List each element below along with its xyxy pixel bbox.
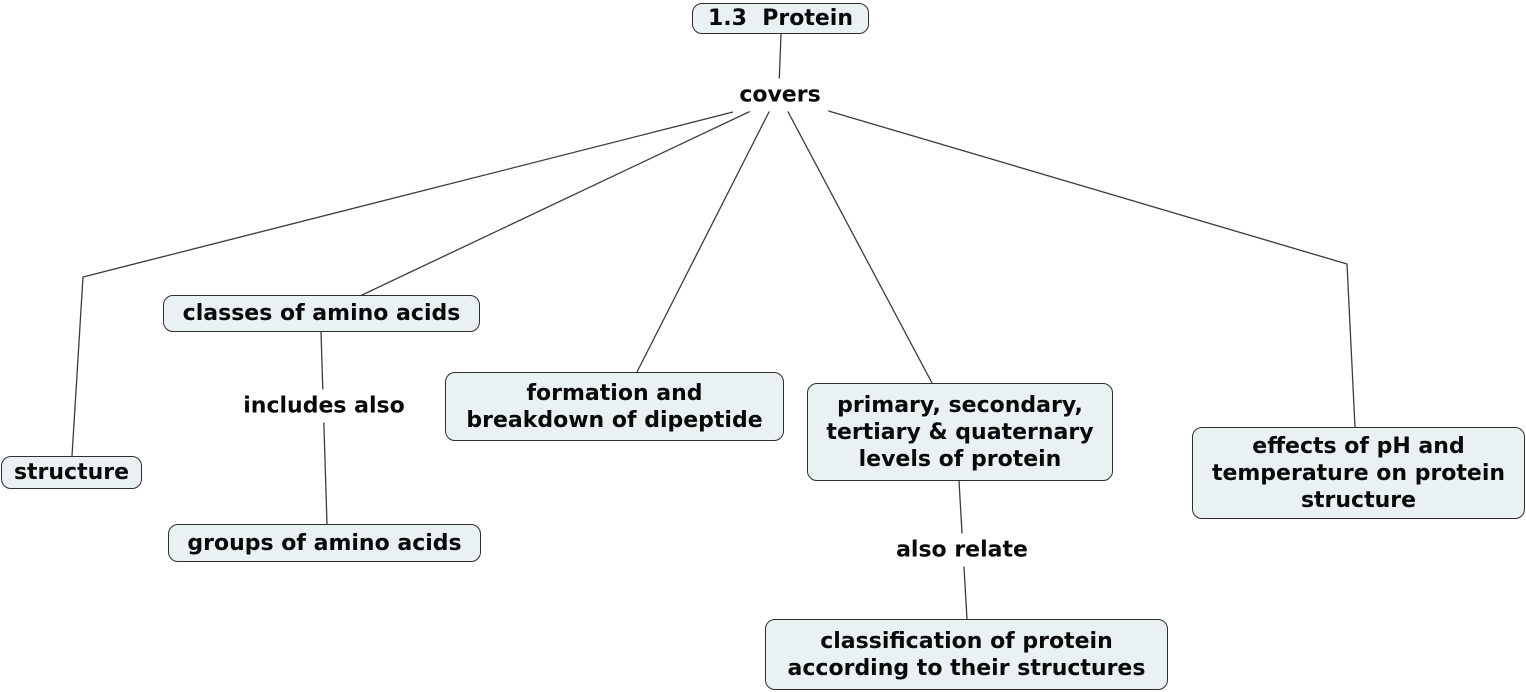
edge-covers-classes <box>361 108 756 296</box>
concept-node-protein[interactable]: 1.3 Protein <box>692 3 869 34</box>
concept-node-structure[interactable]: structure <box>1 456 142 489</box>
link-label-covers[interactable]: covers <box>731 78 829 112</box>
concept-node-protein-levels[interactable]: primary, secondary, tertiary & quaternar… <box>807 383 1113 481</box>
concept-node-protein-classification[interactable]: classification of protein according to t… <box>765 619 1168 690</box>
edge-protein-covers <box>778 33 782 87</box>
edge-covers-formation <box>636 107 772 373</box>
link-label-includes-also[interactable]: includes also <box>235 389 413 423</box>
edge-covers-levels <box>785 107 933 384</box>
concept-node-classes-of-amino-acids[interactable]: classes of amino acids <box>163 295 480 332</box>
edge-covers-effects <box>814 106 1356 428</box>
concept-node-groups-of-amino-acids[interactable]: groups of amino acids <box>168 524 481 562</box>
link-label-also-relate[interactable]: also relate <box>888 533 1036 567</box>
edge-covers-structure <box>71 111 734 457</box>
concept-node-formation-breakdown-dipeptide[interactable]: formation and breakdown of dipeptide <box>445 372 784 441</box>
edge-classes-groups <box>320 331 328 525</box>
concept-node-ph-temperature-effects[interactable]: effects of pH and temperature on protein… <box>1192 427 1525 519</box>
